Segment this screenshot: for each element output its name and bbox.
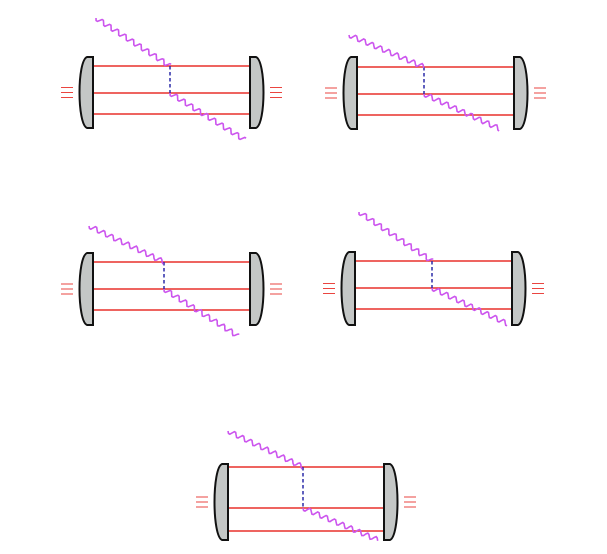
cavity-top-left-output-beams [61,87,282,98]
cavity-top-right-right-mirror [513,56,529,130]
cavity-bottom-incoming-wave [227,430,303,470]
cavity-top-right [325,34,546,132]
cavity-middle-right-outgoing-wave [431,287,508,327]
cavity-middle-left-right-mirror [249,252,265,326]
cavity-top-left [61,17,282,141]
cavity-middle-right-incoming-wave [358,211,434,262]
cavity-bottom-outgoing-wave [302,507,379,541]
cavity-middle-left-outgoing-wave [163,288,240,337]
cavity-top-left-left-mirror [78,56,94,129]
cavity-middle-right-left-mirror [340,251,356,326]
cavity-top-right-output-beams [325,87,546,99]
cavity-middle-left [61,225,282,337]
cavity-middle-right-output-beams [323,283,544,294]
cavity-middle-left-output-beams [61,283,282,295]
cavity-middle-right-right-mirror [511,251,527,326]
cavity-top-right-outgoing-wave [423,93,500,132]
cavity-bottom-right-mirror [383,463,399,541]
cavity-top-right-incoming-wave [348,34,425,68]
cavity-bottom-left-mirror [213,463,229,541]
cavity-bottom [196,430,416,541]
cavity-top-left-right-mirror [249,56,265,129]
cavity-bottom-output-beams [196,496,416,508]
cavity-middle-left-left-mirror [78,252,94,326]
cavity-middle-right [323,211,544,327]
cavity-top-right-left-mirror [342,56,358,130]
cavity-middle-left-incoming-wave [88,225,164,265]
cavity-top-left-outgoing-wave [169,92,247,141]
cavity-top-left-incoming-wave [95,17,172,67]
